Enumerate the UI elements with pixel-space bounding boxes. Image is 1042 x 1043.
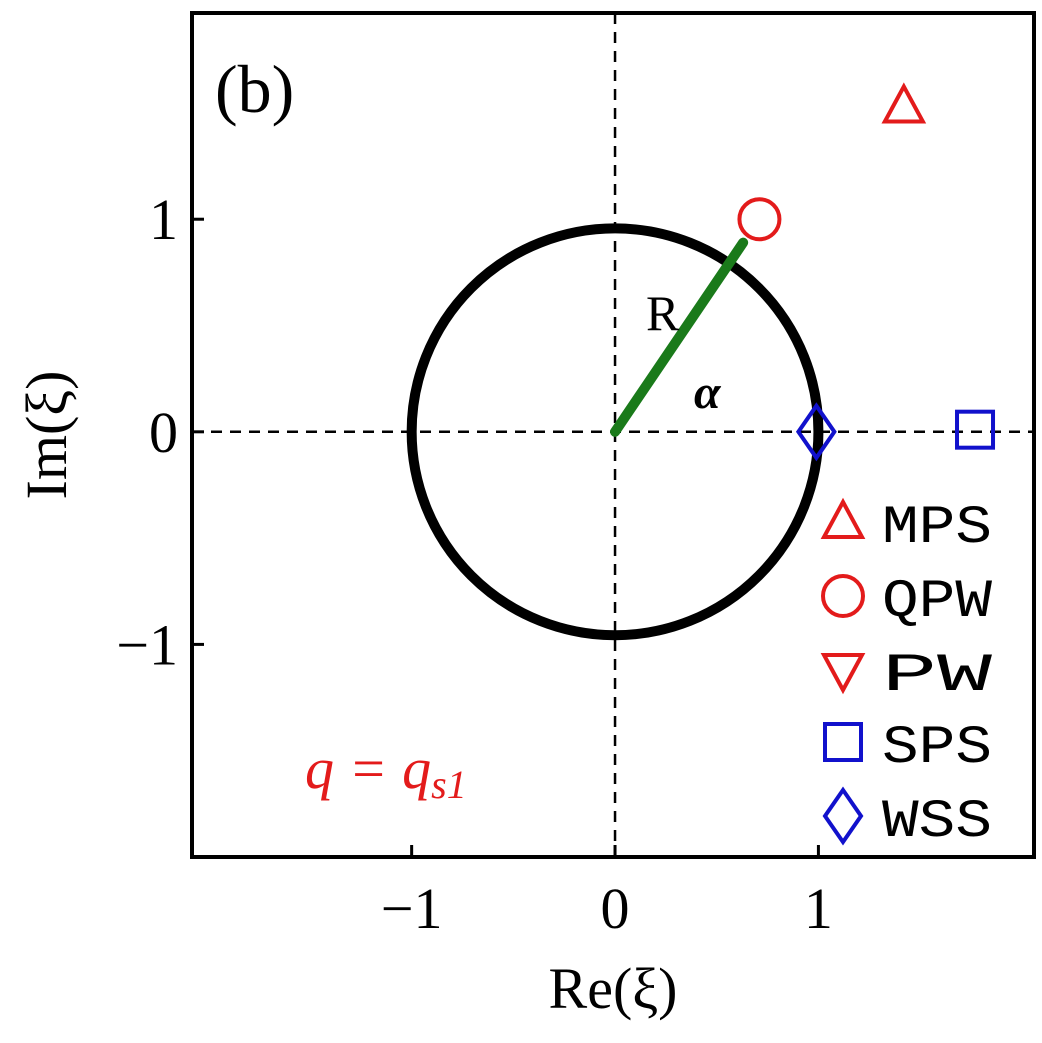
legend-marker-pw xyxy=(820,653,866,695)
legend-marker-mps xyxy=(820,497,866,539)
legend-label-wss: WSS xyxy=(882,792,992,853)
axis-ticks: −1 0 1 −1 0 1 xyxy=(116,187,833,941)
radius-segment xyxy=(610,237,749,437)
x-axis-label: Re(ξ) xyxy=(549,956,678,1021)
x-tick-label: 1 xyxy=(804,876,833,941)
marker-wss xyxy=(795,402,837,462)
y-tick-label: −1 xyxy=(116,612,178,677)
condition-annotation: q = qs1 xyxy=(305,736,467,807)
marker-qpw xyxy=(737,197,782,242)
condition-subscript: s1 xyxy=(431,762,467,807)
marker-mps xyxy=(881,82,927,124)
condition-main: q = q xyxy=(305,736,431,801)
y-axis-label: Im(ξ) xyxy=(14,371,79,500)
x-tick-label: −1 xyxy=(381,876,443,941)
legend-marker-qpw xyxy=(821,574,865,618)
legend-label-mps: MPS xyxy=(882,498,992,559)
legend-label-sps: SPS xyxy=(882,718,992,779)
legend-marker-wss xyxy=(822,786,864,846)
radius-segment-layer xyxy=(610,237,749,437)
legend-label-qpw: QPW xyxy=(882,572,993,633)
x-tick-label: 0 xyxy=(601,876,630,941)
y-tick-label: 1 xyxy=(149,187,178,252)
y-tick-label: 0 xyxy=(149,400,178,465)
legend-marker-sps xyxy=(823,722,863,762)
radius-label: R xyxy=(646,285,680,341)
unit-circle xyxy=(406,223,824,641)
legend: MPS QPW PW SPS WSS xyxy=(820,497,993,853)
marker-sps xyxy=(955,409,996,450)
plot-frame xyxy=(190,11,1036,859)
data-markers xyxy=(737,82,996,462)
panel-label: (b) xyxy=(215,51,294,127)
angle-label: α xyxy=(694,366,722,419)
unit-circle-layer xyxy=(406,223,824,641)
legend-label-pw: PW xyxy=(882,646,993,707)
